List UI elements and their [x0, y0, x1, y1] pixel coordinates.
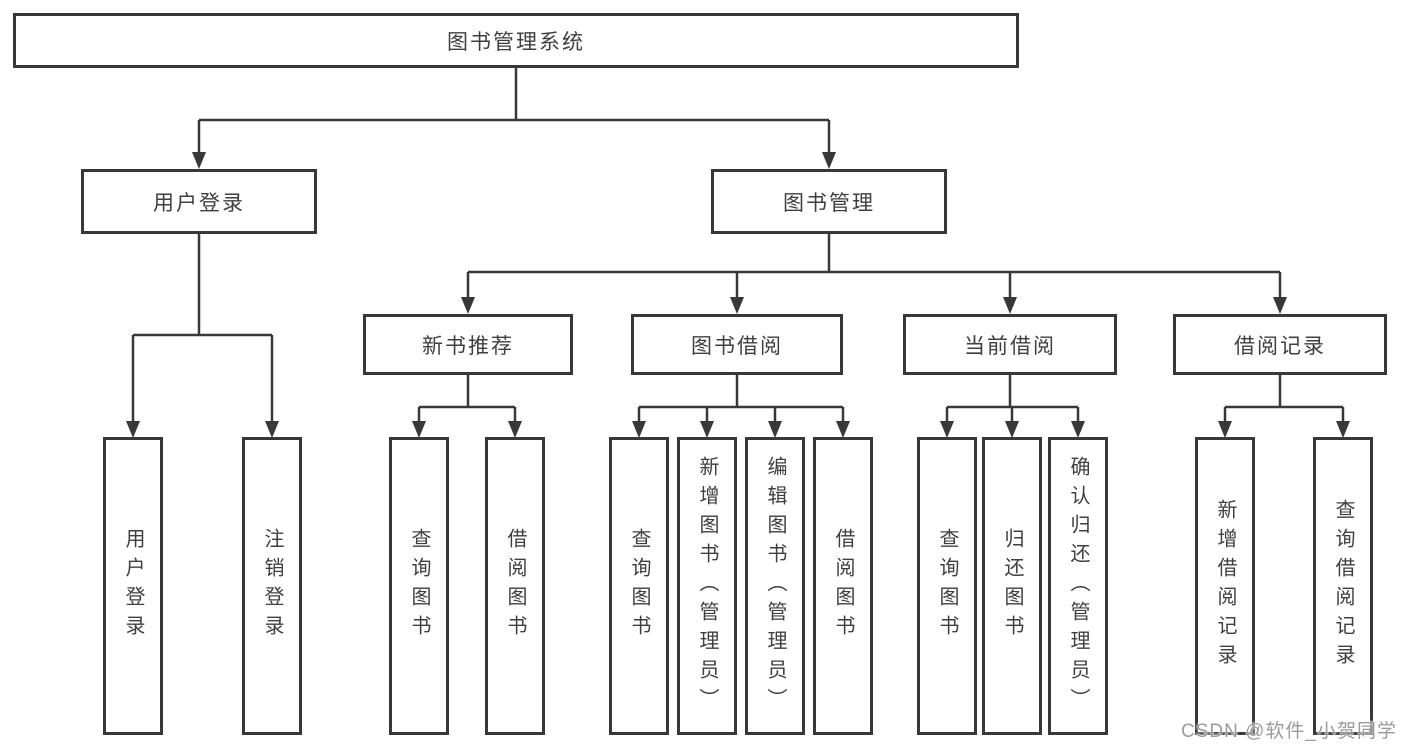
node-library-system: 图书管理系统 [13, 13, 1019, 68]
leaf-logout-label: 注销登录 [261, 528, 283, 644]
leaf-cb-query-books-label: 查询图书 [936, 528, 958, 644]
node-book-borrow: 图书借阅 [631, 314, 843, 375]
leaf-bb-borrow-books-label: 借阅图书 [832, 528, 854, 644]
leaf-bb-edit-books-admin: 编辑图书（管理员） [745, 437, 805, 735]
leaf-bb-borrow-books: 借阅图书 [813, 437, 873, 735]
node-current-borrow: 当前借阅 [903, 314, 1117, 375]
leaf-bb-edit-books-admin-label: 编辑图书（管理员） [764, 455, 786, 717]
csdn-watermark: CSDN @软件_小贺同学 [1181, 721, 1397, 742]
leaf-br-add-record: 新增借阅记录 [1195, 437, 1255, 735]
leaf-bb-add-books-admin-label: 新增图书（管理员） [696, 455, 718, 717]
leaf-br-query-record: 查询借阅记录 [1313, 437, 1373, 735]
leaf-bb-query-books-label: 查询图书 [628, 528, 650, 644]
leaf-cb-confirm-return-admin-label: 确认归还（管理员） [1067, 455, 1089, 717]
node-borrow-records: 借阅记录 [1173, 314, 1387, 375]
leaf-br-add-record-label: 新增借阅记录 [1214, 499, 1236, 673]
leaf-nb-borrow-books-label: 借阅图书 [504, 528, 526, 644]
leaf-bb-query-books: 查询图书 [609, 437, 669, 735]
leaf-nb-query-books: 查询图书 [389, 437, 449, 735]
node-book-management: 图书管理 [711, 169, 947, 234]
node-new-book-recommend: 新书推荐 [363, 314, 573, 375]
leaf-user-login-label: 用户登录 [122, 528, 144, 644]
node-user-login-group: 用户登录 [81, 169, 317, 234]
leaf-nb-query-books-label: 查询图书 [408, 528, 430, 644]
leaf-bb-add-books-admin: 新增图书（管理员） [677, 437, 737, 735]
leaf-cb-query-books: 查询图书 [917, 437, 977, 735]
leaf-user-login: 用户登录 [103, 437, 163, 735]
leaf-logout: 注销登录 [242, 437, 302, 735]
leaf-cb-confirm-return-admin: 确认归还（管理员） [1048, 437, 1108, 735]
leaf-nb-borrow-books: 借阅图书 [485, 437, 545, 735]
leaf-cb-return-books: 归还图书 [982, 437, 1042, 735]
leaf-cb-return-books-label: 归还图书 [1001, 528, 1023, 644]
leaf-br-query-record-label: 查询借阅记录 [1332, 499, 1354, 673]
